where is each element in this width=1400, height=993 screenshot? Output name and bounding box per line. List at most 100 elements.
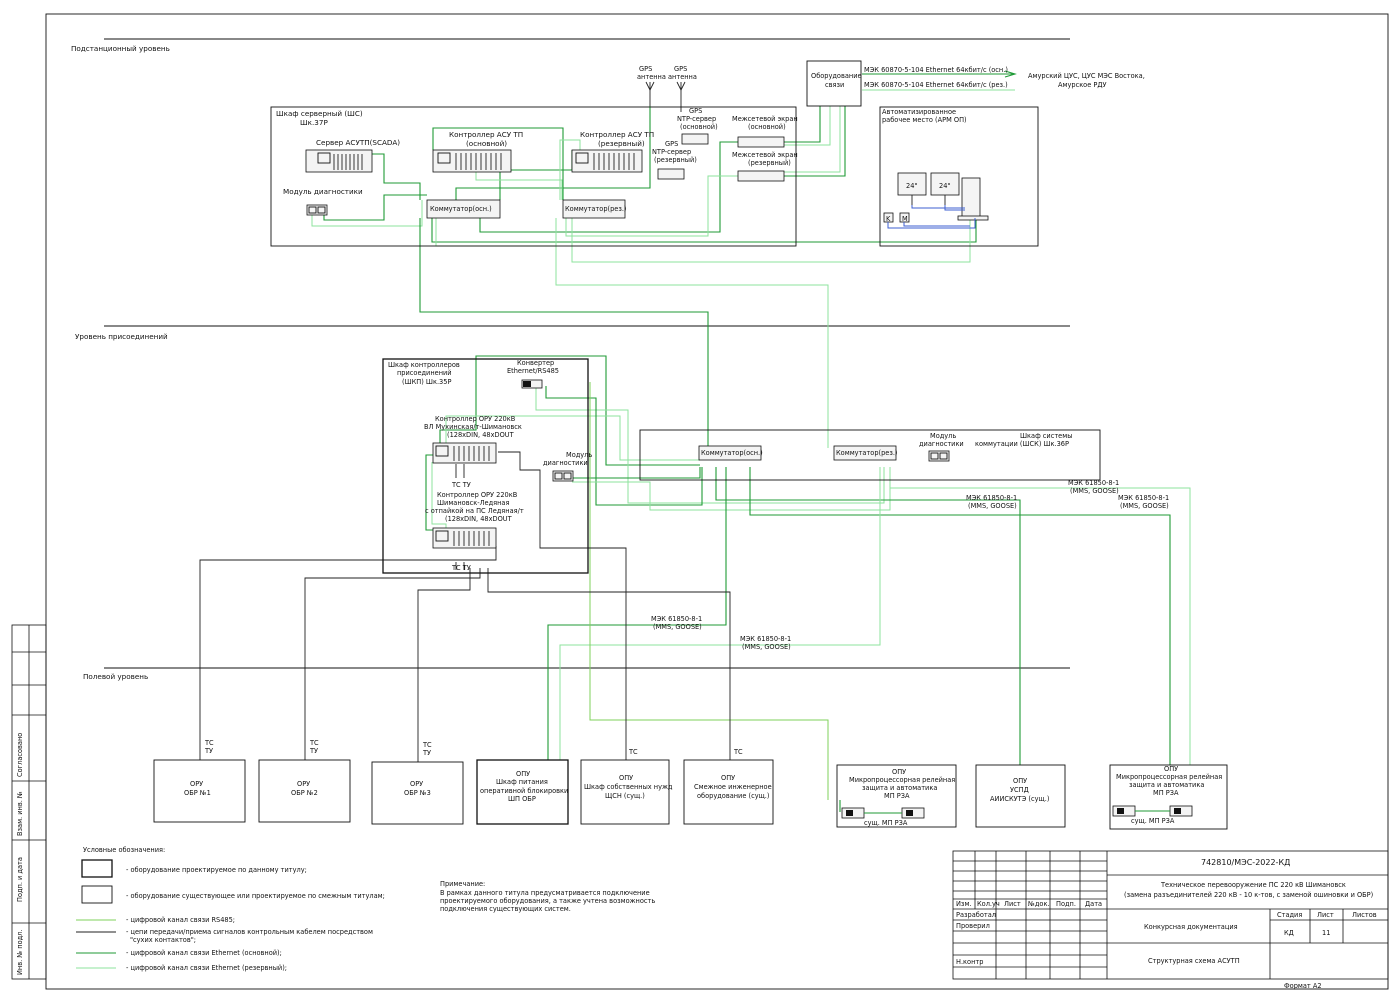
sw-main-server-icon: Коммутатор(осн.) [426,199,501,219]
converter-icon [521,379,543,389]
note-title: Примечание: [440,880,485,888]
stamp-row-checked: Проверил [956,922,990,930]
sw-res-bay-label: Коммутатор(рез.) [836,449,898,457]
legend-existing: - оборудование существующее или проектир… [126,892,385,900]
stamp-format: Формат А2 [1284,982,1322,990]
protocol-label-1: МЭК 61850-8-1 (MMS, GOOSE) [1068,479,1121,495]
field-tcty2: ТС ТУ [309,739,321,755]
fw-res-icon [737,170,785,182]
protocol-label-2: МЭК 61850-8-1 (MMS, GOOSE) [966,494,1019,510]
rza1-sub-label: сущ. МП РЗА [864,819,908,827]
stamp-stage: КД [1284,929,1294,937]
ctrl-main-icon [432,149,512,173]
scada-label: Сервер АСУТП(SCADA) [316,138,400,147]
sw-res-bay-icon: Коммутатор(рез.) [833,445,898,461]
title-block: 742810/МЭС-2022-КД Техническое перевоору… [952,850,1389,980]
substation-level-label: Подстанционный уровень [71,44,170,53]
field-box-rza1 [836,764,957,828]
ctrl-oru2-icon [432,527,497,549]
rza2-sub-label: сущ. МП РЗА [1131,817,1175,825]
field-box-engineering-label: ОПУ Смежное инженерное оборудование (сущ… [694,774,774,800]
side-sign-date: Подп. и дата [16,857,24,902]
legend-swatch-existing [81,885,113,904]
stamp-row-developed: Разработал [956,911,996,919]
sw-main-server-label: Коммутатор(осн.) [430,205,492,213]
workstation-icon: 24" 24" K М [883,172,989,229]
scada-server-icon [305,149,373,173]
stamp-sheet: 11 [1322,929,1330,937]
gps2-label: GPS антенна [668,65,697,81]
link-main-label: МЭК 60870-5-104 Ethernet 64кбит/с (осн.) [864,66,1008,74]
arm-box [879,106,1039,247]
server-diag-label: Модуль диагностики [283,187,363,196]
stamp-sheets-header: Листов [1352,911,1377,919]
fw-main-label: Межсетевой экран (основной) [732,115,800,131]
side-approved: Согласовано [16,733,24,777]
ntp-main-icon [681,133,709,145]
ntp-res-icon [657,168,685,180]
side-inv-orig: Инв. № подл. [16,930,24,976]
ntp-res-label: GPS NTP-сервер (резервный) [652,140,697,164]
ctrl-oru1-icon [432,442,497,464]
stamp-sheet-header: Лист [1317,911,1334,919]
switch-cabinet-title: Шкаф системы коммутации (ШСК) Шк.36Р [975,432,1075,448]
stamp-col-koluch: Кол.уч [977,900,1000,908]
protocol-label-4: МЭК 61850-8-1 (MMS, GOOSE) [651,615,704,631]
server-cabinet-code: Шк.37Р [300,118,328,127]
ctrl-res-icon [571,149,643,173]
field-level-label: Полевой уровень [83,672,148,681]
field-box-uspd [975,764,1066,828]
keyboard-label: K [886,215,891,223]
side-replace-inv: Взам. инв. № [16,791,24,836]
stamp-desc-2: (замена разъединителей 220 кВ - 10 к-тов… [1124,891,1373,899]
ctrl-oru1-label: Контроллер ОРУ 220кВ ВЛ Мухинская/т-Шима… [424,415,524,439]
server-cabinet [270,106,797,247]
field-box-obr1-label: ОРУ ОБР №1 [184,780,211,797]
stamp-col-izm: Изм. [956,900,972,908]
field-box-shsn [580,759,670,825]
ntp-main-label: GPS NTP-сервер (основной) [677,107,718,131]
legend-designed: - оборудование проектируемое по данному … [126,866,307,874]
field-box-obr2 [258,759,351,823]
fw-main-icon [737,136,785,148]
bay-diag-label: Модуль диагностики [543,451,594,467]
field-box-obr3 [371,761,464,825]
stamp-desc-1: Техническое перевооружение ПС 220 кВ Шим… [1160,881,1346,889]
tcty1-label: ТС ТУ [451,481,471,489]
field-box-engineering [683,759,774,825]
field-box-rza2 [1109,764,1228,830]
note-text: В рамках данного титула предусматриваетс… [440,889,657,913]
mouse-label: М [902,215,908,223]
legend-dry-contacts: - цепи передачи/приема сигналов контроль… [126,928,375,944]
sw-main-bay-icon: Коммутатор(осн.) [698,445,763,461]
comm-equipment-box [806,60,862,107]
side-stamp: Согласовано Взам. инв. № Подп. и дата Ин… [11,624,47,980]
dispatch-dest-label: Амурский ЦУС, ЦУС МЭС Востока, Амурское … [1028,72,1147,89]
fw-res-label: Межсетевой экран (резервный) [732,151,800,167]
sw-res-server-icon: Коммутатор(рез.) [562,199,627,219]
bay-diag-module-icon [552,470,574,482]
monitor2-label: 24" [939,182,950,190]
bay-controller-cabinet [382,358,589,574]
legend-rs485: - цифровой канал связи RS485; [126,916,235,924]
field-tc6: ТС [733,748,743,756]
rza1-device-icon [841,807,925,819]
field-box-rza1-label: ОПУ Микропроцессорная релейная защита и … [849,768,957,800]
switch-diag-module-icon [928,450,950,462]
ctrl-oru2-label: Контроллер ОРУ 220кВ Шимановск-Ледяная с… [425,491,526,523]
sw-res-server-label: Коммутатор(рез.) [565,205,627,213]
tcty2-label: ТС ТУ [451,564,471,572]
field-box-uspd-label: ОПУ УСПД АИИСКУТЭ (сущ.) [990,777,1049,803]
link-res-label: МЭК 60870-5-104 Ethernet 64кбит/с (рез.) [864,81,1008,89]
rza2-device-icon [1112,805,1193,817]
server-diag-module-icon [306,204,328,216]
converter-label: Конвертер Ethernet/RS485 [507,359,559,375]
bay-cabinet-title: Шкаф контроллеров присоединений (ШКП) Шк… [388,361,462,386]
stamp-code: 742810/МЭС-2022-КД [1201,858,1290,867]
field-tc5: ТС [628,748,638,756]
field-box-shp-obr-label: ОПУ Шкаф питания оперативной блокировки … [480,770,570,803]
stamp-col-list: Лист [1004,900,1021,908]
bay-level-label: Уровень присоединений [75,332,168,341]
comm-equipment-label: Оборудование связи [811,72,864,89]
